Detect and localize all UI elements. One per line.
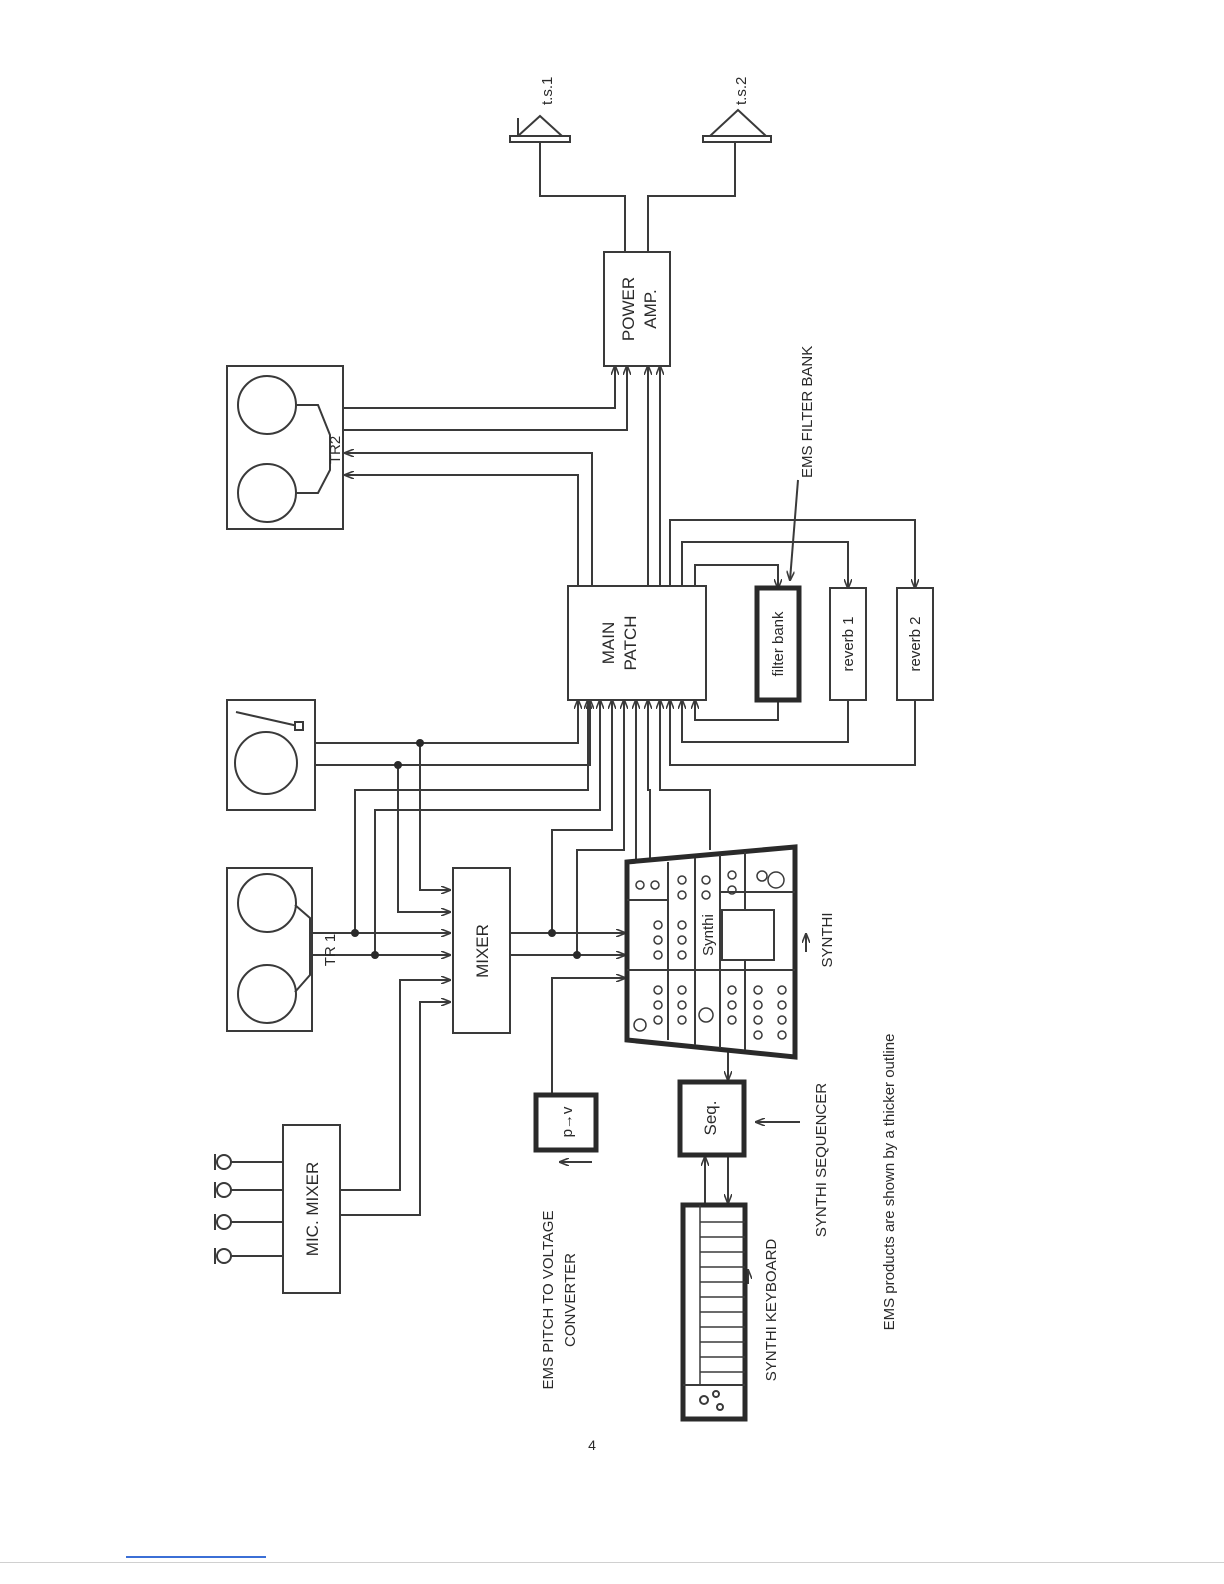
pitch-to-voltage-box: p→v [536, 1095, 596, 1150]
pv-label: p→v [559, 1106, 576, 1137]
synthi-keyboard-unit [683, 1205, 745, 1419]
turntable [227, 700, 315, 810]
microphones [215, 1154, 283, 1264]
synthi-keyboard-label: SYNTHI KEYBOARD [763, 1239, 780, 1382]
power-amp-label-line2: AMP. [641, 289, 660, 328]
reverb1-label: reverb 1 [840, 616, 857, 671]
reverb1-box: reverb 1 [830, 588, 866, 700]
pitch-converter-label-line2: CONVERTER [562, 1253, 579, 1347]
speaker-ts2: t.s.2 [703, 77, 771, 142]
seq-label: Seq. [701, 1101, 720, 1136]
tape-recorder-tr1: TR 1 [227, 868, 339, 1031]
synthi-label: SYNTHI [819, 912, 836, 967]
mic-icon [215, 1248, 231, 1264]
filter-bank-label: filter bank [770, 611, 787, 677]
sequencer-box: Seq. [680, 1082, 744, 1155]
tape-recorder-tr2: TR2 [227, 366, 344, 529]
synthi-panel-label: Synthi [700, 914, 717, 956]
ts1-label: t.s.1 [539, 77, 556, 105]
synthi-sequencer-label: SYNTHI SEQUENCER [813, 1083, 830, 1237]
pitch-converter-label-line1: EMS PITCH TO VOLTAGE [540, 1211, 557, 1390]
main-patch-label-line2: PATCH [621, 615, 640, 670]
reverb2-label: reverb 2 [907, 616, 924, 671]
mic-icon [215, 1214, 231, 1230]
power-amp-label-line1: POWER [619, 277, 638, 341]
synthi-unit: Synthi [627, 847, 795, 1057]
page-bottom-rule [0, 1562, 1224, 1563]
speaker-ts1: t.s.1 [510, 77, 570, 142]
ts2-label: t.s.2 [733, 77, 750, 105]
main-patch-box: MAIN PATCH [568, 586, 706, 700]
mic-icon [215, 1154, 231, 1170]
reverb2-box: reverb 2 [897, 588, 933, 700]
ems-filter-bank-label: EMS FILTER BANK [799, 346, 816, 478]
page-link-underline[interactable] [126, 1556, 266, 1558]
tr2-label: TR2 [327, 436, 344, 464]
mic-icon [215, 1182, 231, 1198]
filter-bank-box: filter bank [757, 588, 799, 700]
tr1-label: TR 1 [322, 934, 339, 967]
mixer-box: MIXER [453, 868, 510, 1033]
mic-mixer-label: MIC. MIXER [303, 1162, 322, 1256]
ems-products-note: EMS products are shown by a thicker outl… [881, 1034, 898, 1331]
mic-mixer-box: MIC. MIXER [283, 1125, 340, 1293]
mixer-label: MIXER [473, 924, 492, 978]
power-amp-box: POWER AMP. [604, 252, 670, 366]
page-number: 4 [588, 1437, 596, 1453]
main-patch-label-line1: MAIN [599, 622, 618, 665]
